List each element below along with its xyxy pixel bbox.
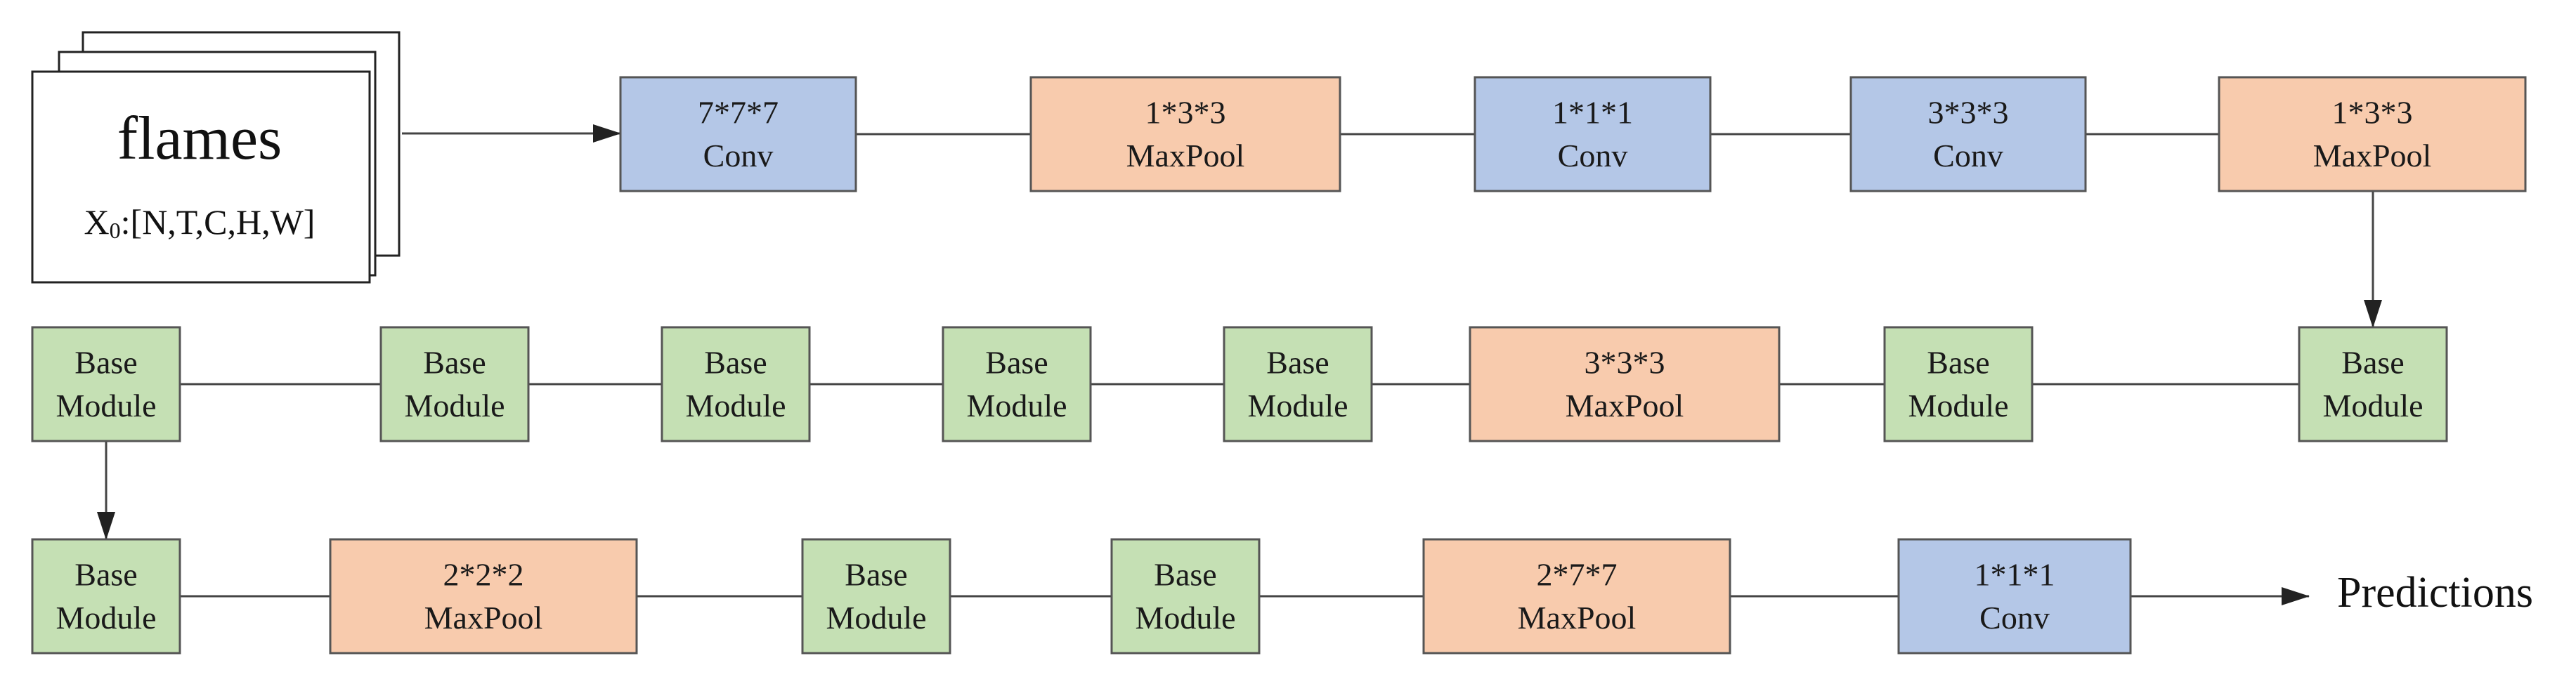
block-label-top: Base [2341, 345, 2404, 381]
block-label-bottom: MaxPool [1126, 138, 1245, 173]
block-label-top: 3*3*3 [1585, 345, 1665, 381]
block-label-bottom: Module [685, 388, 786, 423]
block-label-top: Base [74, 345, 137, 381]
block-label-top: Base [704, 345, 767, 381]
base-block-box [1110, 538, 1261, 655]
block-label-bottom: MaxPool [2313, 138, 2432, 173]
base-block-box [1883, 326, 2034, 442]
input-shape-subscript: 0 [110, 218, 121, 243]
block-label-bottom: Conv [1979, 600, 2050, 636]
connector-lines [97, 124, 2382, 605]
conv-block-box [1474, 76, 1712, 192]
block-label-top: 2*2*2 [443, 557, 524, 593]
maxpool-block-box [1029, 76, 1341, 192]
block-label-top: 1*1*1 [1975, 557, 2055, 593]
block-label-bottom: Module [1908, 388, 2008, 423]
conv-block-box [1897, 538, 2132, 655]
block-label-top: 2*7*7 [1537, 557, 1618, 593]
block-label-bottom: Conv [703, 138, 774, 173]
base-block-box [801, 538, 951, 655]
block-label-top: 7*7*7 [698, 95, 779, 131]
block-label-top: Base [1154, 557, 1216, 593]
block-label-bottom: Module [826, 600, 926, 636]
base-block-box [1223, 326, 1373, 442]
block-label-bottom: Module [2322, 388, 2423, 423]
base-block-box [31, 538, 181, 655]
block-label-top: Base [423, 345, 486, 381]
block-label-top: 3*3*3 [1928, 95, 2009, 131]
block-label-top: Base [74, 557, 137, 593]
block-label-top: 1*1*1 [1552, 95, 1633, 131]
maxpool-block-box [2218, 76, 2527, 192]
block-label-bottom: MaxPool [424, 600, 543, 636]
base-block-box [2298, 326, 2448, 442]
input-frames-stack: flames X0:[N,T,C,H,W] [31, 31, 401, 284]
block-label-bottom: Module [1135, 600, 1235, 636]
input-shape-var: X [84, 202, 110, 242]
maxpool-block-box [329, 538, 638, 655]
block-label-bottom: Module [56, 600, 156, 636]
maxpool-block-box [1422, 538, 1731, 655]
block-label-bottom: MaxPool [1518, 600, 1637, 636]
block-label-top: Base [1927, 345, 1989, 381]
output-predictions-label: Predictions [2337, 569, 2533, 617]
input-title: flames [117, 105, 282, 173]
maxpool-block-box [1469, 326, 1781, 442]
block-label-bottom: Conv [1558, 138, 1628, 173]
conv-block-box [619, 76, 857, 192]
block-label-bottom: Module [1247, 388, 1348, 423]
block-label-top: 1*3*3 [2332, 95, 2413, 131]
input-frame-front [31, 70, 371, 284]
block-label-top: Base [845, 557, 907, 593]
block-label-bottom: Module [404, 388, 505, 423]
conv-block-box [1849, 76, 2087, 192]
block-label-top: Base [985, 345, 1048, 381]
block-label-top: Base [1266, 345, 1329, 381]
base-block-box [379, 326, 530, 442]
block-label-bottom: MaxPool [1566, 388, 1684, 423]
input-shape-dims: :[N,T,C,H,W] [121, 202, 316, 242]
base-block-box [661, 326, 811, 442]
block-label-top: 1*3*3 [1145, 95, 1226, 131]
module-blocks: 7*7*7Conv1*3*3MaxPool1*1*1Conv3*3*3Conv1… [31, 76, 2527, 655]
input-shape: X0:[N,T,C,H,W] [84, 202, 316, 243]
base-block-box [942, 326, 1092, 442]
block-label-bottom: Module [56, 388, 156, 423]
base-block-box [31, 326, 181, 442]
block-label-bottom: Module [966, 388, 1067, 423]
block-label-bottom: Conv [1933, 138, 2003, 173]
